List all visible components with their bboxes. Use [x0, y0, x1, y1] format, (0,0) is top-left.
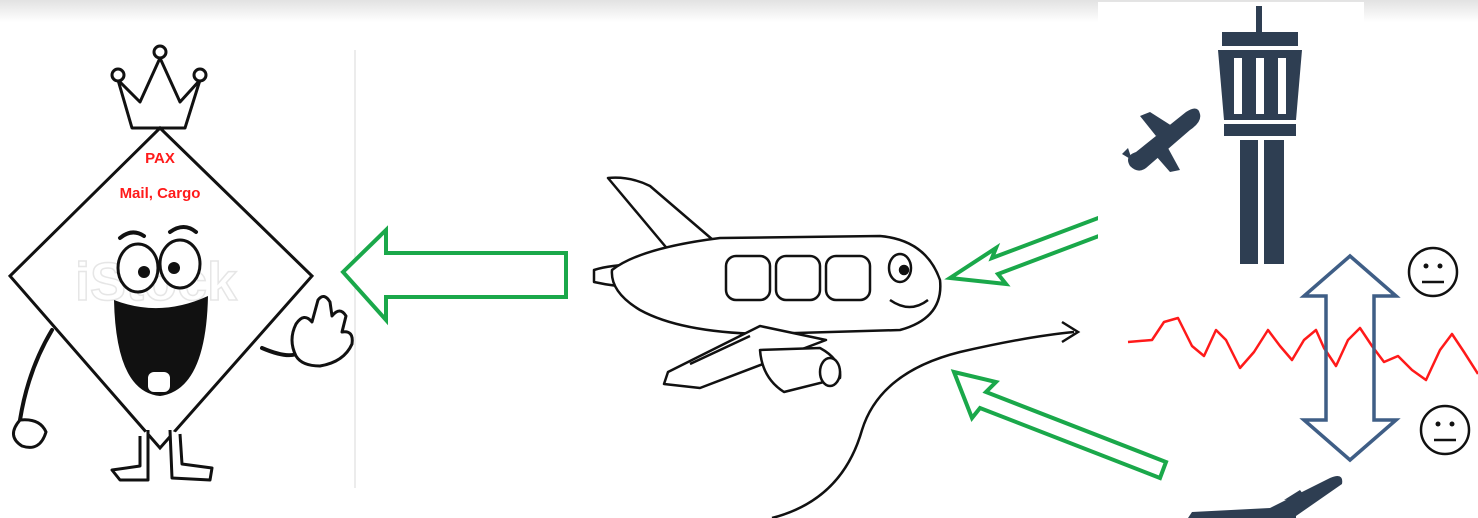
right-eye — [160, 240, 200, 288]
arriving-plane-icon — [1188, 476, 1342, 518]
kite-mascot-icon: iStock — [10, 46, 355, 488]
kite-label-mail-cargo: Mail, Cargo — [120, 185, 201, 202]
neutral-face-icon — [1421, 406, 1469, 454]
kite-label-pax: PAX — [145, 150, 175, 167]
left-eye — [118, 244, 158, 292]
waving-hand — [292, 296, 352, 366]
cartoon-airplane-icon — [594, 178, 940, 392]
flow-arrow-from-ground — [954, 372, 1166, 478]
flow-arrow-to-customer — [343, 230, 566, 320]
crown-icon — [112, 46, 206, 128]
neutral-face-icon — [1409, 248, 1457, 296]
turbulence-wave — [1128, 318, 1478, 380]
